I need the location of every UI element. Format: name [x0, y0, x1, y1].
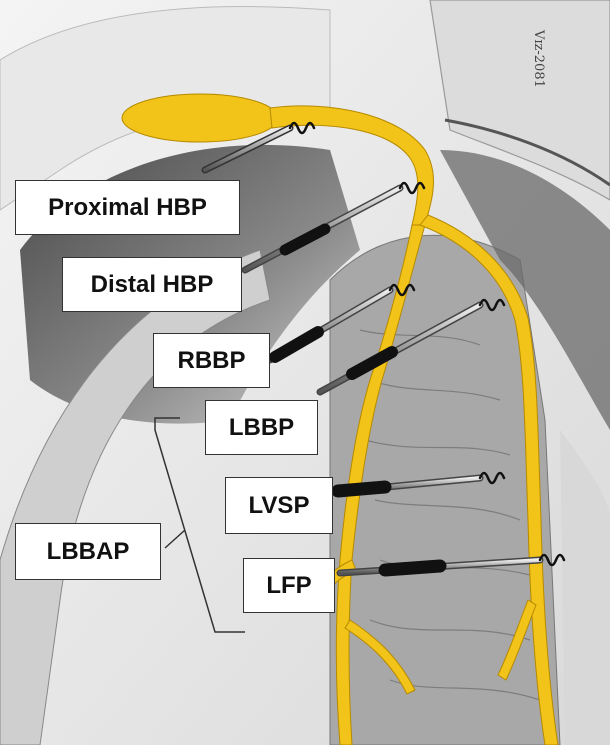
label-rbbp: RBBP	[153, 333, 270, 388]
label-lfp: LFP	[243, 558, 335, 613]
label-distal-hbp: Distal HBP	[62, 257, 242, 312]
label-lbbap: LBBAP	[15, 523, 161, 580]
label-lvsp: LVSP	[225, 477, 333, 534]
artist-signature: Vɪz-2081	[531, 30, 546, 88]
label-proximal-hbp: Proximal HBP	[15, 180, 240, 235]
av-node	[122, 94, 278, 142]
label-lbbp: LBBP	[205, 400, 318, 455]
